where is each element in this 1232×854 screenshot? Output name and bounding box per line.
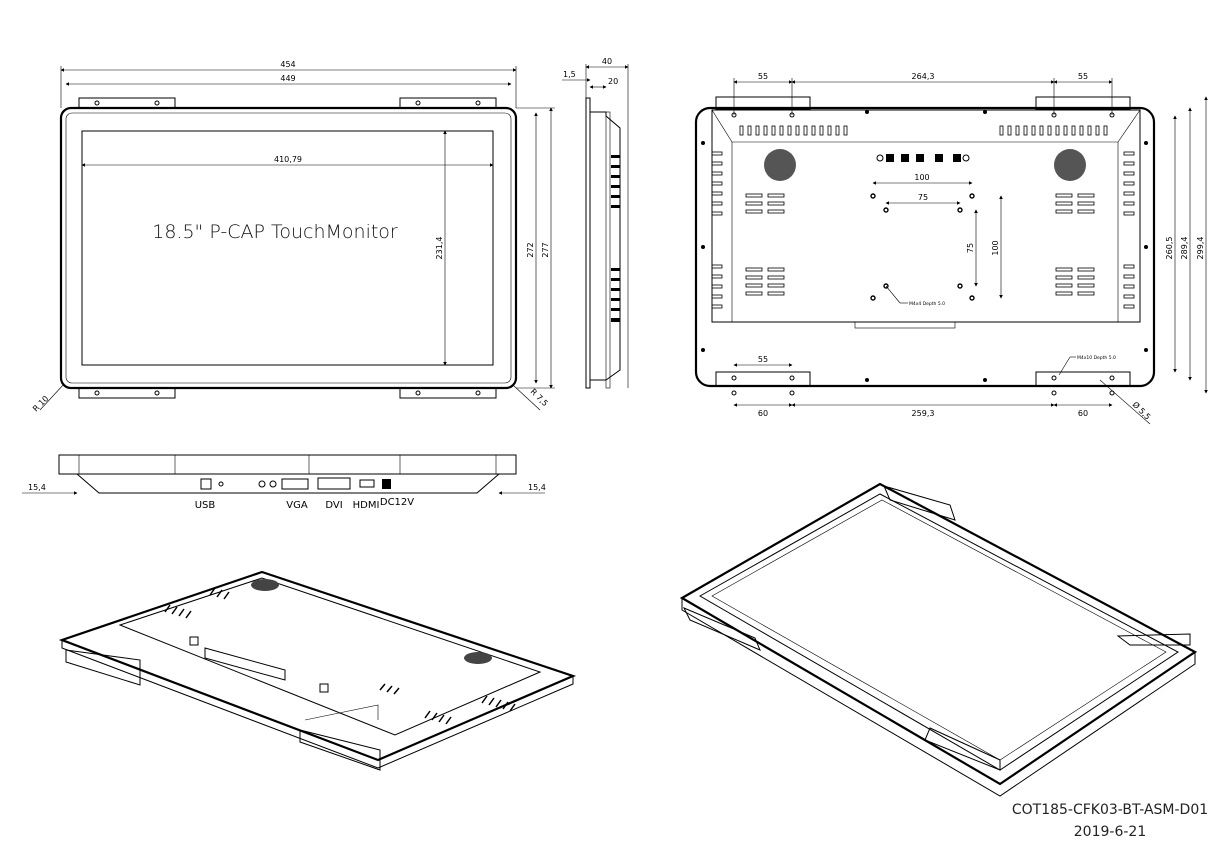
- dim-frame-width: 449: [280, 74, 295, 83]
- dim-depth: 40: [602, 57, 612, 66]
- port-label-vga: VGA: [286, 500, 308, 511]
- dim-bezel: 1,5: [563, 70, 576, 79]
- product-title: 18.5" P-CAP TouchMonitor: [152, 221, 398, 243]
- dim-height-mid: 289,4: [1180, 237, 1189, 260]
- dim-right-offset: 15,4: [528, 483, 546, 492]
- port-label-dvi: DVI: [325, 500, 342, 511]
- dim-overall-width: 454: [280, 60, 295, 69]
- dim-body: 20: [608, 77, 618, 86]
- dim-bracket-top-right: 55: [1078, 72, 1088, 81]
- dim-bracket-top-left: 55: [758, 72, 768, 81]
- dim-bottom-right: 60: [1078, 409, 1088, 418]
- dim-top-spacing: 264,3: [912, 72, 935, 81]
- bracket-screw-note: M4x10 Depth 5.0: [1077, 355, 1116, 361]
- speaker-grille-left: [764, 149, 796, 181]
- vent-slots-top-left: [739, 125, 848, 136]
- dim-left-offset: 15,4: [28, 483, 46, 492]
- dim-vesa-100-h: 100: [914, 173, 929, 182]
- button-row: [876, 154, 970, 162]
- vesa-holes: [870, 193, 975, 301]
- dim-frame-height: 272: [526, 242, 535, 257]
- rear-view: M4x4 Depth 5.0 M4x10 Depth 5.0 55 264,3 …: [694, 72, 1208, 425]
- dim-vesa-100-v: 100: [991, 240, 1000, 255]
- port-label-usb: USB: [195, 500, 216, 511]
- drawing-number: COT185-CFK03-BT-ASM-D01: [1012, 802, 1208, 818]
- dim-screen-width: 410,79: [274, 155, 302, 164]
- isometric-front-view: [679, 482, 1198, 797]
- dim-height-outer: 299,4: [1196, 237, 1205, 260]
- port-label-dc12v: DC12V: [380, 497, 414, 508]
- vesa-screw-note: M4x4 Depth 5.0: [909, 301, 945, 307]
- dim-hole-diameter: Ø 5,5: [1131, 399, 1153, 421]
- speaker-grille-right: [1054, 149, 1086, 181]
- dim-vesa-75-v: 75: [966, 243, 975, 253]
- port-label-hdmi: HDMI: [353, 500, 380, 511]
- dim-height-inner: 260,5: [1165, 237, 1174, 260]
- drawing-date: 2019-6-21: [1074, 824, 1146, 840]
- vent-slots-top-right: [999, 125, 1108, 136]
- front-view: 454 449 410,79 231,4 272 277 R 10 R 7,5 …: [31, 60, 555, 413]
- dim-bracket-bottom-left: 55: [758, 355, 768, 364]
- bottom-view: 15,4 15,4 USB VGA DVI HDMI DC12V: [22, 454, 546, 511]
- side-view: 40 1,5 20: [562, 57, 629, 389]
- dim-radius-left: R 10: [31, 394, 50, 413]
- dim-bottom-spacing: 259,3: [912, 409, 935, 418]
- isometric-rear-view: [58, 570, 577, 771]
- dim-bottom-left: 60: [758, 409, 768, 418]
- dim-overall-height: 277: [541, 242, 550, 257]
- dim-screen-height: 231,4: [435, 237, 444, 260]
- dim-vesa-75-h: 75: [918, 193, 928, 202]
- dim-radius-right: R 7,5: [529, 387, 550, 408]
